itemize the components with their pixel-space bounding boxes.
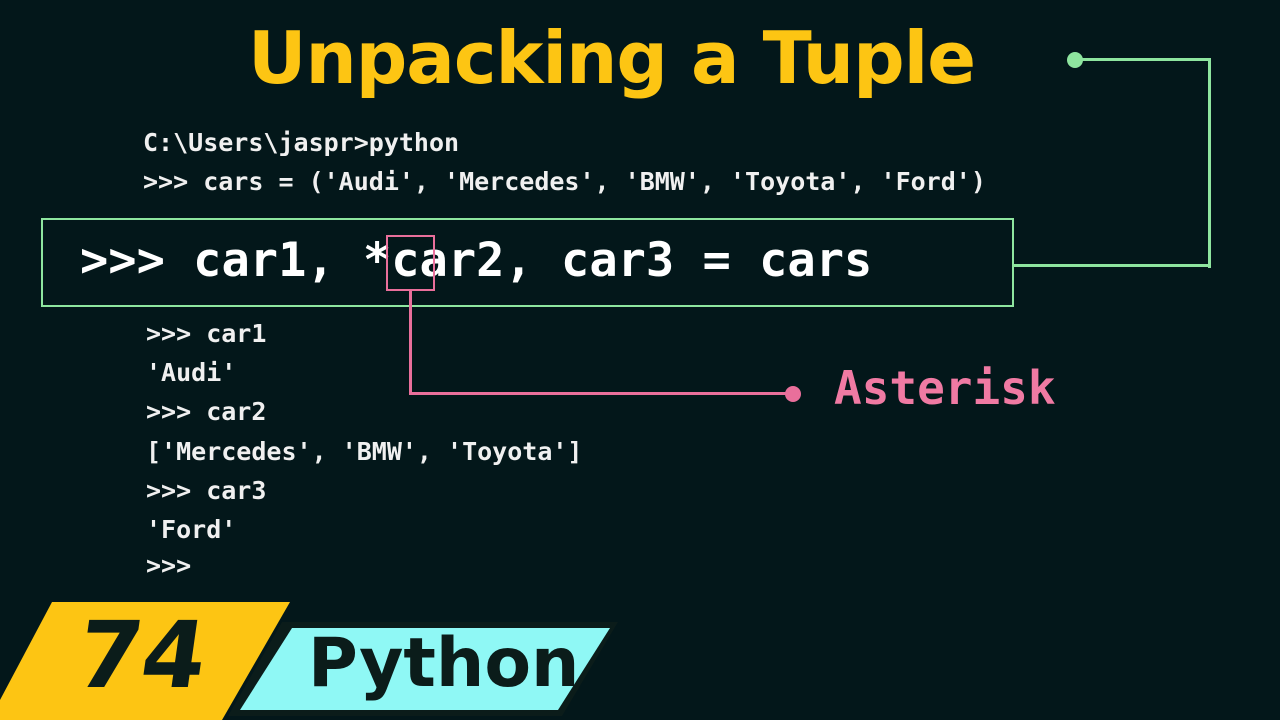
episode-number: 74 [70, 602, 214, 709]
highlighted-statement: >>> car1, *car2, car3 = cars [80, 231, 872, 291]
course-name: Python [308, 624, 580, 703]
statement-prefix: >>> car1, [80, 233, 363, 288]
asterisk-connector-line-horizontal [409, 392, 794, 395]
title-connector-line-bottom [1014, 264, 1211, 267]
output-line: 'Ford' [146, 515, 237, 544]
output-line: 'Audi' [146, 358, 237, 387]
statement-suffix: car2, car3 = cars [391, 233, 873, 288]
title-connector-line-right [1208, 58, 1211, 268]
terminal-prompt-line: C:\Users\jaspr>python [143, 128, 460, 157]
asterisk-connector-line-vertical [409, 290, 412, 395]
output-line: >>> car2 [146, 397, 267, 426]
output-line: >>> car1 [146, 319, 267, 348]
output-line: >>> car3 [146, 476, 267, 505]
page-title: Unpacking a Tuple [248, 16, 976, 100]
highlighted-statement-box [41, 218, 1014, 307]
asterisk-connector-dot [785, 386, 801, 402]
asterisk-highlight-box [386, 235, 435, 291]
output-line: ['Mercedes', 'BMW', 'Toyota'] [146, 437, 583, 466]
terminal-definition-line: >>> cars = ('Audi', 'Mercedes', 'BMW', '… [143, 167, 986, 196]
output-line: >>> [146, 551, 192, 580]
title-connector-line-top [1075, 58, 1211, 61]
asterisk-label: Asterisk [834, 361, 1056, 415]
